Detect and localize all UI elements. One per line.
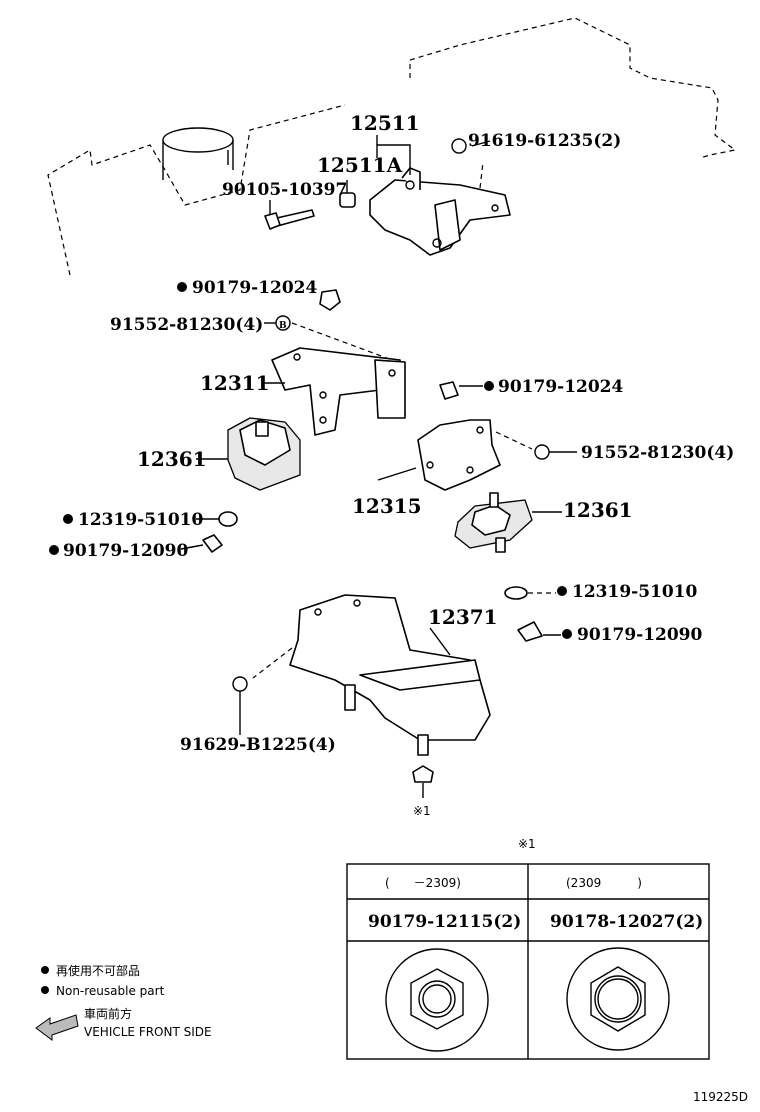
figure-id: 119225D bbox=[693, 1090, 748, 1104]
washer-12319-right bbox=[504, 586, 528, 600]
legend-nonreusable-en: Non-reusable part bbox=[56, 984, 165, 998]
label-12311: 12311 bbox=[200, 371, 270, 395]
label-12315: 12315 bbox=[352, 494, 422, 518]
engine-outline bbox=[47, 17, 737, 276]
label-91552-left: 91552-81230(4) bbox=[110, 315, 263, 335]
label-12511: 12511 bbox=[350, 111, 420, 135]
bracket-12315 bbox=[417, 419, 501, 491]
table-col1-range: ( －2309) bbox=[385, 876, 461, 890]
bracket-12511 bbox=[369, 167, 511, 256]
label-90105: 90105-10397 bbox=[222, 180, 347, 200]
label-90179-12090-right: 90179-12090 bbox=[577, 625, 703, 645]
nonreusable-dots bbox=[49, 282, 572, 639]
table-col2-part: 90178-12027(2) bbox=[550, 912, 703, 932]
label-12361-right: 12361 bbox=[563, 498, 633, 522]
label-12361-left: 12361 bbox=[137, 447, 207, 471]
label-12319-right: 12319-51010 bbox=[572, 582, 698, 602]
insulator-12361-right bbox=[454, 492, 533, 553]
label-91619: 91619-61235(2) bbox=[468, 131, 621, 151]
legend-nonreusable-jp: 再使用不可部品 bbox=[56, 963, 140, 978]
bolt-90105 bbox=[264, 209, 315, 230]
nut-ref-x1 bbox=[412, 765, 434, 783]
insulator-12361-left bbox=[227, 417, 301, 491]
leader-12511 bbox=[376, 144, 411, 175]
bracket-12311 bbox=[271, 347, 406, 436]
spec-table: ※1 ( －2309) (2309 ) 90179-12115(2) 90178… bbox=[346, 837, 710, 1060]
nut-90179-12090-right bbox=[517, 621, 543, 642]
flange-nut-icon bbox=[385, 948, 489, 1052]
nut-90179-top bbox=[319, 289, 341, 311]
legend: 再使用不可部品 Non-reusable part 車両前方 VEHICLE F… bbox=[35, 963, 212, 1041]
label-12511a: 12511A bbox=[317, 153, 403, 177]
b-label-91552-left: B bbox=[279, 321, 287, 331]
table-ref: ※1 bbox=[518, 837, 536, 851]
bracket-12371 bbox=[289, 594, 491, 756]
washer-12319-left bbox=[218, 511, 238, 527]
table-col1-part: 90179-12115(2) bbox=[368, 912, 521, 932]
label-12319-left: 12319-51010 bbox=[78, 510, 204, 530]
hex-nut-icon bbox=[566, 947, 670, 1051]
label-91552-right: 91552-81230(4) bbox=[581, 443, 734, 463]
nut-90179-12090-left bbox=[202, 534, 223, 553]
label-90179-mid: 90179-12024 bbox=[498, 377, 624, 397]
nut-90179-mid bbox=[439, 381, 459, 400]
label-12371: 12371 bbox=[428, 605, 498, 629]
legend-front-en: VEHICLE FRONT SIDE bbox=[84, 1025, 212, 1039]
front-arrow-icon bbox=[35, 1014, 79, 1041]
label-90179-12090-left: 90179-12090 bbox=[63, 541, 189, 561]
legend-front-jp: 車両前方 bbox=[84, 1006, 132, 1021]
label-90179-top: 90179-12024 bbox=[192, 278, 318, 298]
label-ref-x1: ※1 bbox=[413, 804, 431, 818]
table-col2-range: (2309 ) bbox=[566, 876, 642, 890]
nonreusable-bullet-icon bbox=[41, 966, 49, 974]
label-91629: 91629-B1225(4) bbox=[180, 735, 336, 755]
